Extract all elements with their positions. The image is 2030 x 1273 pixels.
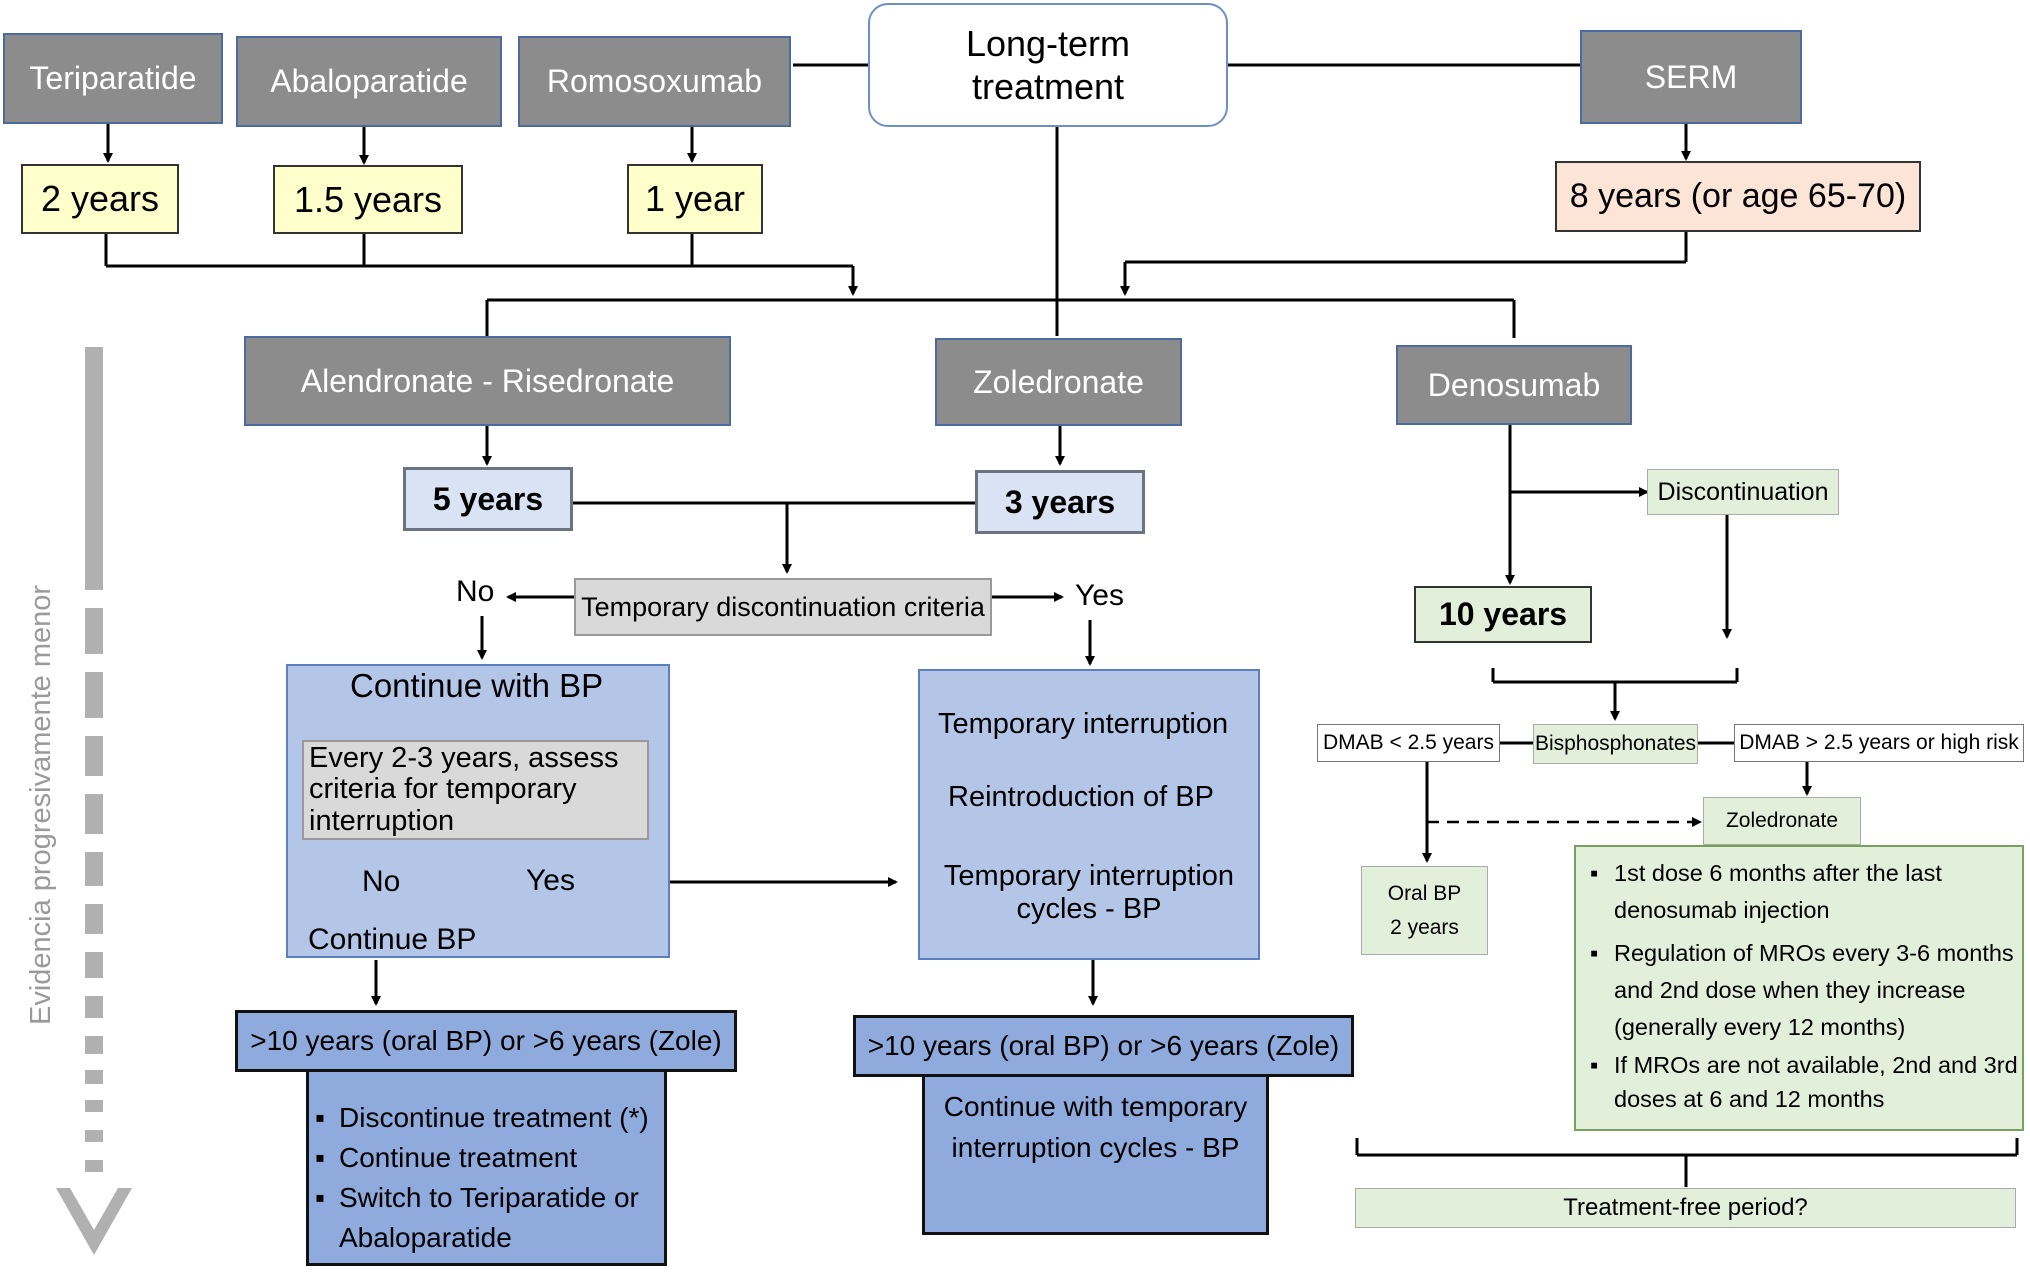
reintroduction-step: Reintroduction of BP xyxy=(948,781,1214,813)
denosumab-zoledronate-box: Zoledronate xyxy=(1703,797,1861,845)
chevron-down-icon xyxy=(56,1188,132,1255)
criteria-yes-label: Yes xyxy=(1075,579,1124,612)
dmab-low-box: DMAB < 2.5 years xyxy=(1317,724,1500,762)
temporary-interruption-step: Temporary interruption xyxy=(938,708,1229,740)
center-long-term-result: >10 years (oral BP) or >6 years (Zole) xyxy=(853,1015,1354,1077)
treatment-free-box: Treatment-free period? xyxy=(1355,1188,2016,1228)
discontinuation-box: Discontinuation xyxy=(1647,469,1839,515)
oral-bp-box: Oral BP 2 years xyxy=(1361,866,1488,955)
left-options-list: Discontinue treatment (*) Continue treat… xyxy=(315,1098,664,1258)
option-discontinue: Discontinue treatment (*) xyxy=(315,1098,664,1138)
left-no-label: No xyxy=(362,865,401,898)
note-first-dose: 1st dose 6 months after the last denosum… xyxy=(1590,855,2018,929)
teriparatide-duration: 2 years xyxy=(21,164,179,234)
interruption-cycles-step: Temporary interruption cycles - BP xyxy=(943,859,1235,925)
dmab-high-box: DMAB > 2.5 years or high risk xyxy=(1734,724,2024,762)
denosumab-box: Denosumab xyxy=(1396,345,1632,425)
zoledronate-notes-box: 1st dose 6 months after the last denosum… xyxy=(1574,845,2024,1131)
alendronate-risedronate-box: Alendronate - Risedronate xyxy=(244,336,731,426)
left-yes-label: Yes xyxy=(526,864,575,897)
romosozumab-duration: 1 year xyxy=(627,164,763,234)
center-result-box: Continue with temporary interruption cyc… xyxy=(922,1077,1269,1235)
note-regulation: Regulation of MROs every 3-6 months and … xyxy=(1590,935,2018,1046)
abaloparatide-box: Abaloparatide xyxy=(236,36,502,127)
option-switch: Switch to Teriparatide or Abaloparatide xyxy=(315,1178,664,1258)
side-evidence-label: Evidencia progresivamente menor xyxy=(25,584,57,1025)
teriparatide-box: Teriparatide xyxy=(3,33,223,124)
criteria-no-label: No xyxy=(456,575,495,608)
assess-criteria-box: Every 2-3 years, assess criteria for tem… xyxy=(302,740,649,840)
continue-with-bp-title: Continue with BP xyxy=(350,667,604,704)
serm-box: SERM xyxy=(1580,30,1802,124)
long-term-treatment-box: Long-term treatment xyxy=(868,3,1228,127)
option-continue: Continue treatment xyxy=(315,1138,664,1178)
zoledronate-box: Zoledronate xyxy=(935,338,1182,426)
zoledronate-years: 3 years xyxy=(975,470,1145,534)
note-no-mros: If MROs are not available, 2nd and 3rd d… xyxy=(1590,1048,2018,1116)
bisphosphonates-box: Bisphosphonates xyxy=(1533,724,1698,764)
zoledronate-notes-list: 1st dose 6 months after the last denosum… xyxy=(1590,855,2018,1116)
temporary-discontinuation-criteria: Temporary discontinuation criteria xyxy=(574,578,992,636)
left-long-term-result: >10 years (oral BP) or >6 years (Zole) xyxy=(235,1010,737,1072)
continue-bp-label: Continue BP xyxy=(308,923,477,956)
abaloparatide-duration: 1.5 years xyxy=(273,165,463,234)
ten-years-box: 10 years xyxy=(1414,586,1592,643)
serm-duration: 8 years (or age 65-70) xyxy=(1555,161,1921,232)
left-options-box: Discontinue treatment (*) Continue treat… xyxy=(306,1072,667,1266)
temporary-interruption-panel xyxy=(918,669,1260,960)
romosozumab-box: Romosoxumab xyxy=(518,36,791,127)
alendronate-years: 5 years xyxy=(403,467,573,531)
